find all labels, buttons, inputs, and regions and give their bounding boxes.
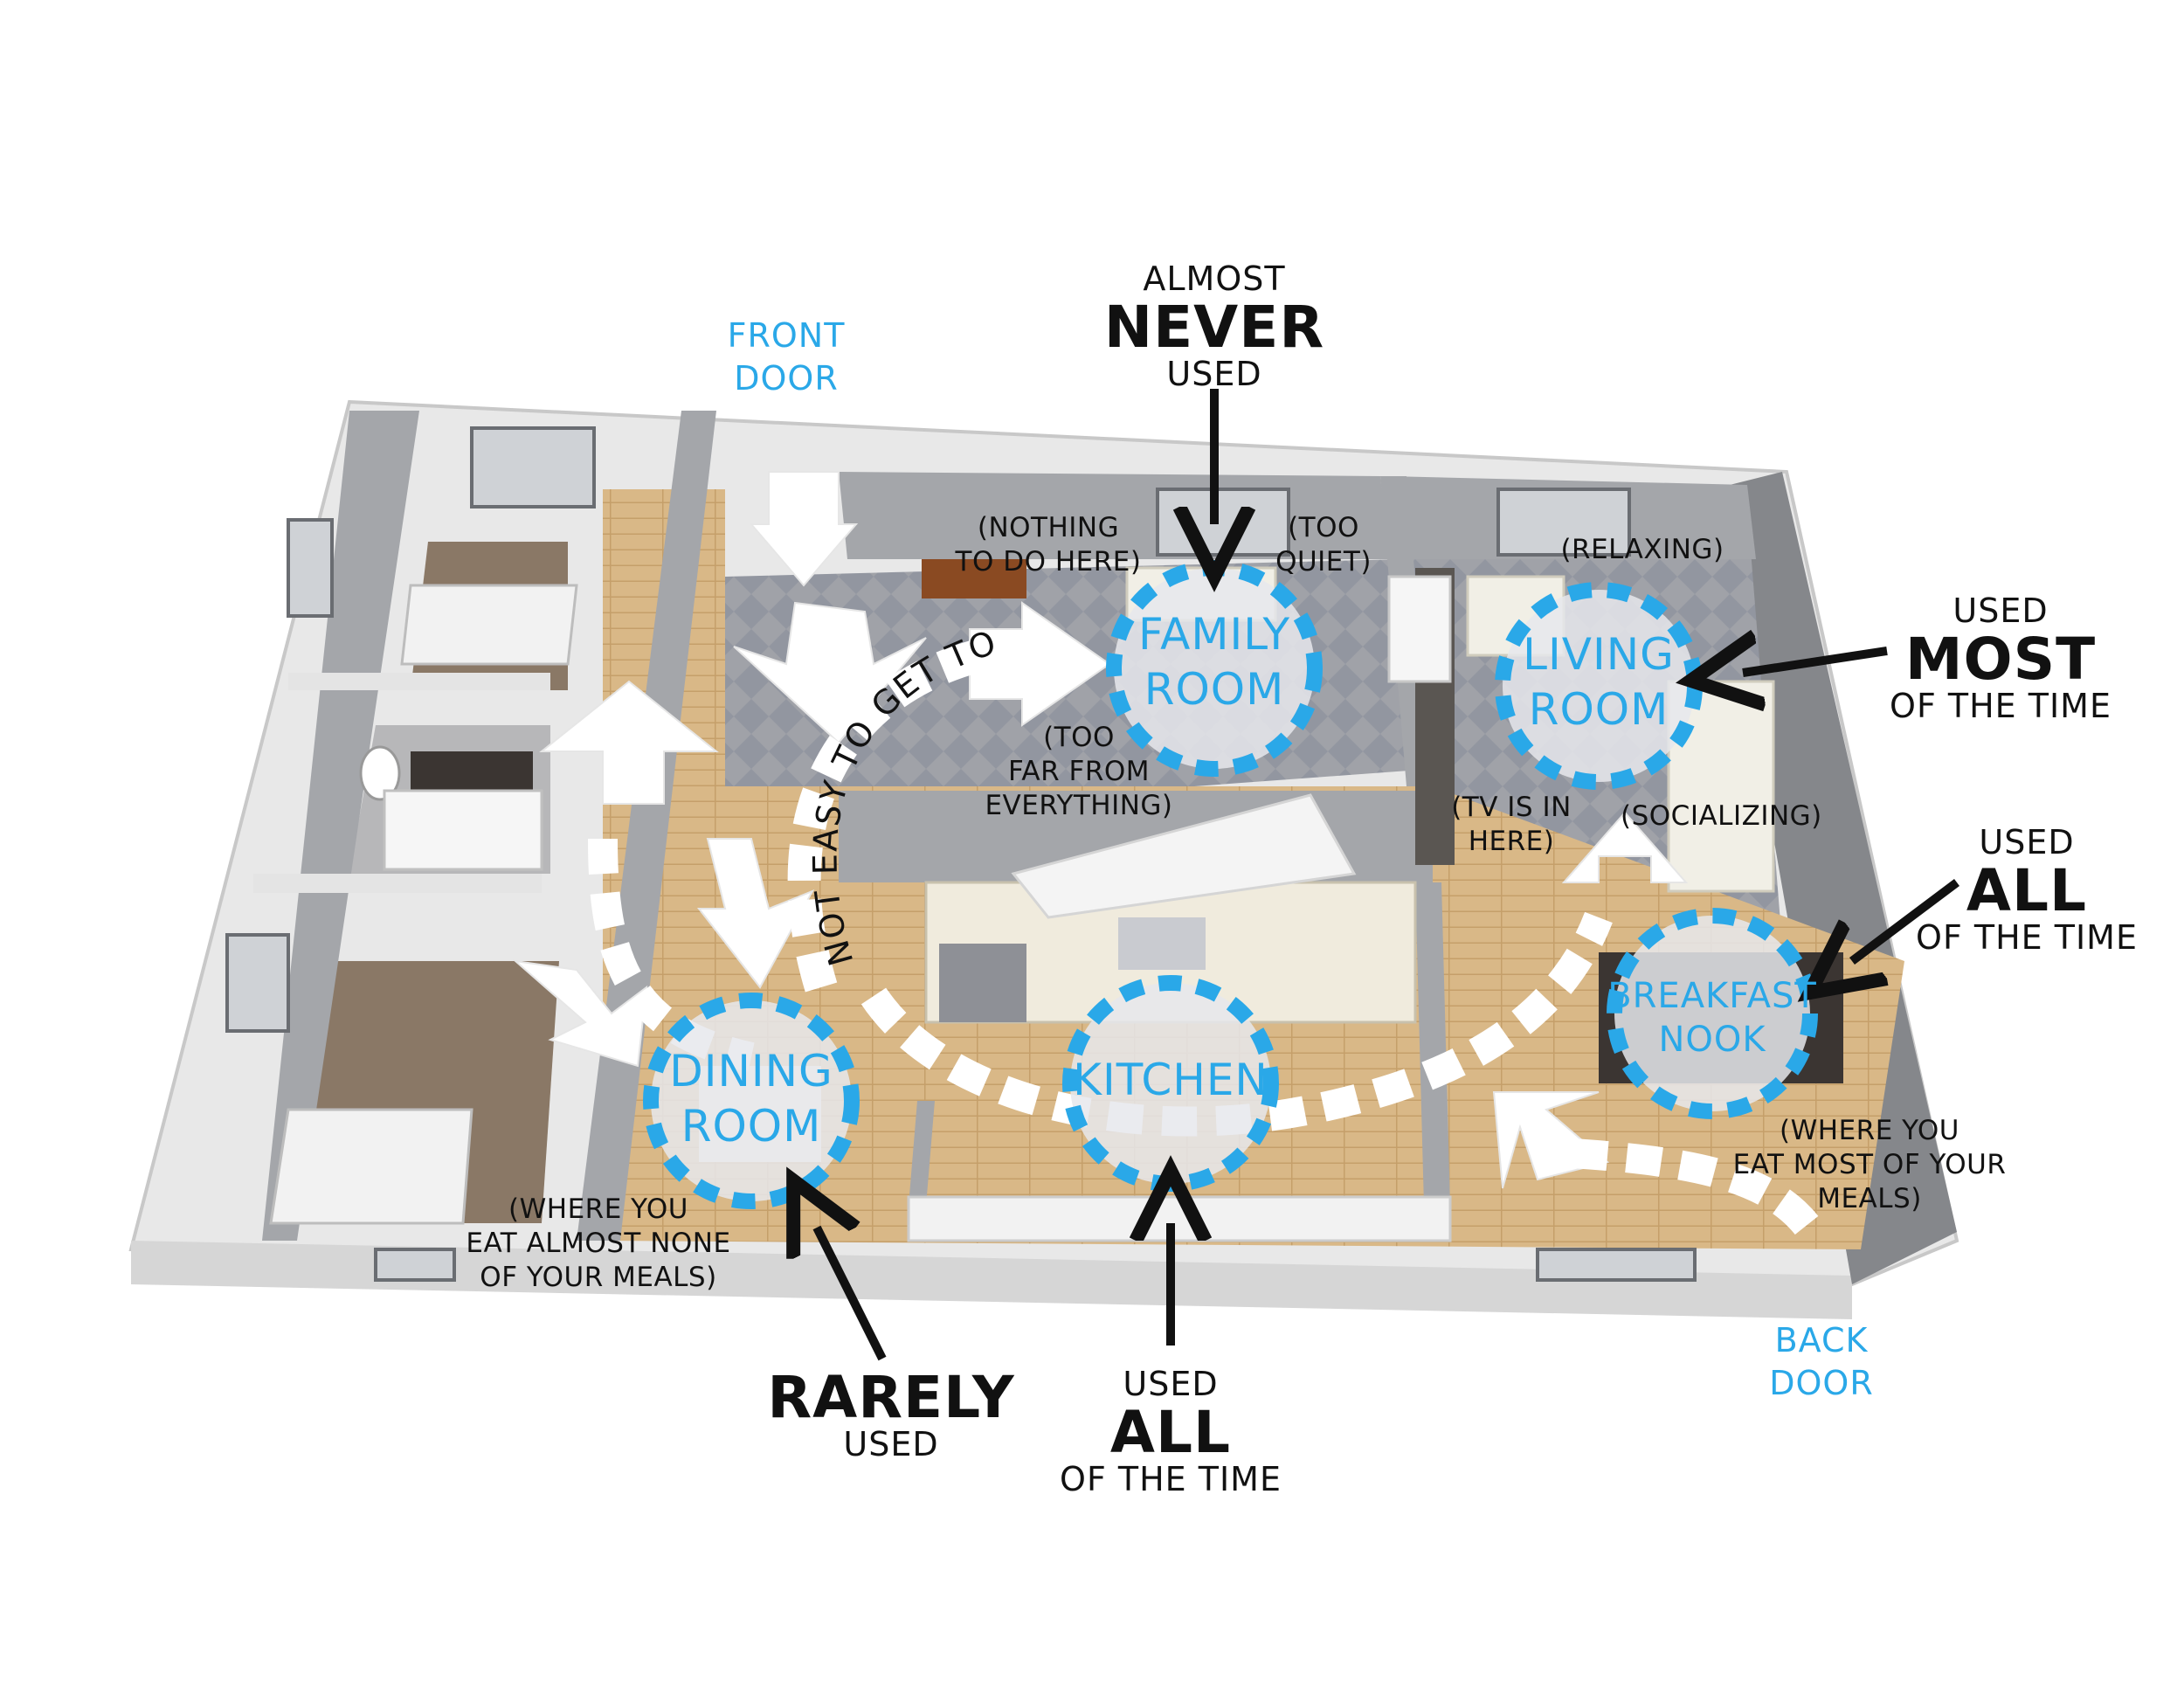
note-relaxing: (RELAXING): [1560, 534, 1724, 565]
window-living: [1496, 488, 1631, 557]
wall-kitchen-right: [1415, 882, 1450, 1206]
dining-room-circle: [643, 993, 860, 1209]
living-usage-label: USED MOST OF THE TIME: [1890, 591, 2111, 726]
nook-circle: [1607, 908, 1818, 1119]
staircase: [1011, 793, 1357, 919]
arrow-hall-down: [733, 601, 927, 744]
left-rooms: [253, 584, 578, 1225]
window-family: [1156, 488, 1290, 557]
window-bedroom-side-2: [225, 933, 290, 1033]
arrow-up-hall: [539, 680, 719, 805]
family-usage-label: ALMOST NEVER USED: [1103, 259, 1325, 394]
divider-bath-bed: [253, 874, 542, 893]
bed-bottom: [269, 1108, 473, 1225]
fireplace: [1387, 575, 1452, 683]
dining-usage-label: RARELY USED: [767, 1364, 1015, 1464]
front-wall-face: [131, 1241, 1852, 1319]
bed-top: [400, 584, 578, 666]
note-socializing: (SOCIALIZING): [1621, 800, 1822, 832]
bathtub: [383, 789, 543, 871]
toilet: [359, 745, 401, 801]
wall-kitchen-left: [909, 1101, 935, 1206]
kitchen-usage-label: USED ALL OF THE TIME: [1060, 1365, 1282, 1499]
arrow-used-most: [1743, 651, 1888, 673]
desk: [922, 559, 1026, 598]
window-front-right: [1536, 1248, 1697, 1282]
path-curve-family: [787, 630, 1025, 993]
window-bedroom-top: [470, 426, 596, 508]
range-hood: [1118, 917, 1206, 970]
arrow-to-dining: [696, 838, 815, 989]
room-targets: [643, 560, 1818, 1209]
windows: [225, 426, 1697, 1282]
arrow-bedroom-right: [512, 959, 648, 1068]
path-back-door: [1571, 1138, 1830, 1249]
pointer-arrows: [817, 389, 1959, 1361]
arrow-front-door-down: [749, 471, 859, 587]
arrow-rarely-used: [817, 1228, 887, 1361]
window-bedroom-side: [287, 518, 334, 618]
arrow-to-living: [1561, 811, 1689, 883]
right-wall-face: [1712, 472, 1957, 1284]
arrow-used-all-nook: [1852, 879, 1959, 961]
wall-left-rooms: [262, 411, 419, 1241]
fridge: [939, 944, 1026, 1022]
divider-bed-bath: [288, 673, 550, 690]
nook-usage-label: USED ALL OF THE TIME: [1916, 823, 2138, 958]
kitchen-label: KITCHEN: [1073, 1055, 1268, 1105]
kitchen-counter-front: [907, 1195, 1452, 1242]
window-front-left: [374, 1248, 456, 1282]
path-kitchen-to-nook: [860, 911, 1613, 1137]
